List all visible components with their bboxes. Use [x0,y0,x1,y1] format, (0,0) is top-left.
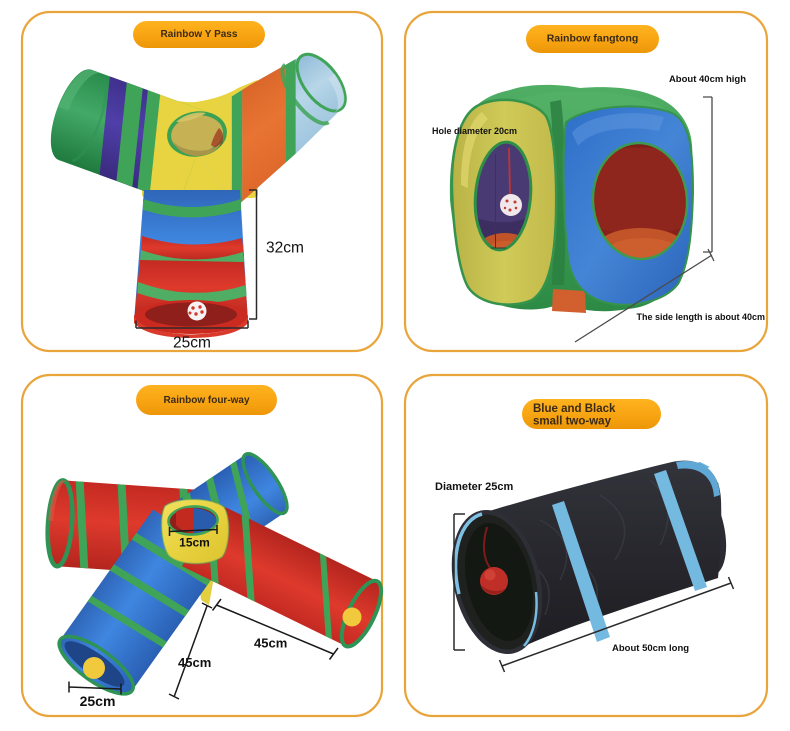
svg-text:15cm: 15cm [179,536,210,550]
svg-text:Hole diameter 20cm: Hole diameter 20cm [432,126,517,136]
svg-text:About 40cm high: About 40cm high [669,74,746,85]
svg-text:Diameter 25cm: Diameter 25cm [435,481,513,493]
svg-text:45cm: 45cm [254,636,287,651]
svg-text:The side length is about 40cm: The side length is about 40cm [636,312,765,322]
svg-text:Rainbow Y Pass: Rainbow Y Pass [161,29,238,40]
svg-text:32cm: 32cm [266,240,304,257]
svg-text:small two-way: small two-way [533,416,612,428]
svg-text:Rainbow fangtong: Rainbow fangtong [547,33,639,45]
svg-text:Blue and Black: Blue and Black [533,403,616,415]
svg-text:25cm: 25cm [173,335,211,352]
svg-text:45cm: 45cm [178,655,211,670]
svg-text:About 50cm long: About 50cm long [612,643,689,654]
svg-text:25cm: 25cm [80,693,116,709]
svg-text:Rainbow four-way: Rainbow four-way [163,395,250,406]
